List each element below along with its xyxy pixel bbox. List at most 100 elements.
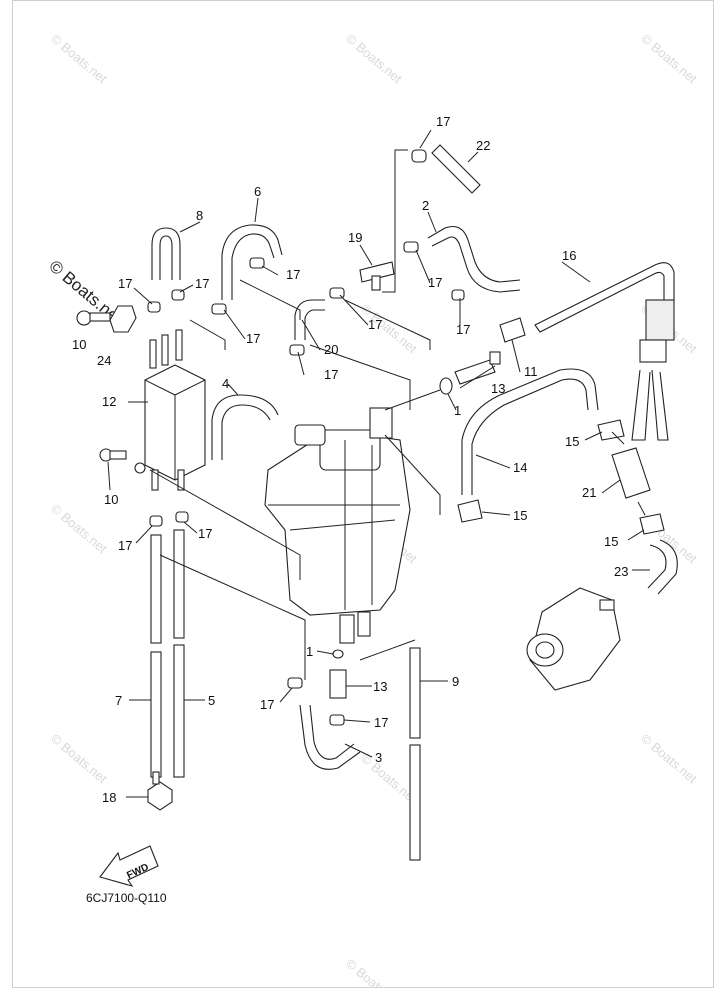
o-ring-part: [439, 377, 453, 395]
callout-label: 12: [102, 394, 116, 409]
callout-label: 8: [196, 208, 203, 223]
callout-label: 17: [118, 538, 132, 553]
watermark-text: © Boats.net: [48, 501, 110, 557]
u-hose-inner: [309, 704, 355, 760]
filter-stem: [637, 501, 646, 516]
separator-seam: [289, 519, 396, 531]
callout-label: 11: [524, 364, 538, 379]
filter-edge: [144, 379, 176, 396]
separator-top: [319, 429, 381, 471]
curved-hose-part: [211, 394, 279, 460]
clamp-part: [597, 419, 625, 441]
callout-label: 14: [513, 460, 527, 475]
u-hose-part: [151, 227, 181, 280]
callout-label: 17: [246, 331, 260, 346]
callout-label: 15: [513, 508, 527, 523]
fwd-arrow-icon: FWD: [99, 845, 159, 887]
clamp-part: [175, 511, 189, 523]
separator-connector: [294, 424, 326, 446]
curved-hose-inner: [431, 236, 521, 293]
connection-lines: [149, 149, 441, 680]
curved-hose-part: [221, 224, 283, 300]
callout-label: 7: [115, 693, 122, 708]
callout-label: 21: [582, 485, 596, 500]
clamp-part: [411, 149, 427, 163]
washer-part: [134, 462, 146, 474]
hose-part: [647, 544, 667, 589]
inline-filter-part: [611, 447, 651, 499]
watermark-text: © Boats.net: [638, 31, 700, 87]
separator-outlet: [357, 611, 371, 637]
watermark-text: © Boats.net: [343, 956, 405, 988]
hose-part: [150, 651, 162, 778]
watermark-text: © Boats.net: [48, 731, 110, 787]
bracket-part: [109, 305, 137, 333]
callout-label: 19: [348, 230, 362, 245]
clip-part: [457, 499, 483, 523]
t-fitting-stem: [371, 275, 381, 291]
connector-part: [454, 359, 496, 385]
connector-part: [329, 669, 347, 699]
callout-label: 1: [306, 644, 313, 659]
filter-nipple: [149, 339, 157, 369]
bolt-part: [76, 310, 92, 326]
hose-part: [173, 529, 185, 639]
filter-edge: [174, 379, 206, 396]
filter-stem: [611, 431, 625, 445]
clamp-part: [147, 301, 161, 313]
callout-label: 3: [375, 750, 382, 765]
callout-label: 22: [476, 138, 490, 153]
clamp-part: [287, 677, 303, 689]
leader-lines: [107, 129, 650, 798]
callout-label: 17: [324, 367, 338, 382]
separator-outlet: [339, 614, 355, 644]
clamp-part: [171, 289, 185, 301]
callout-label: 15: [565, 434, 579, 449]
hose-end-part: [631, 369, 651, 441]
callout-label: 17: [118, 276, 132, 291]
callout-label: 23: [614, 564, 628, 579]
callout-label: 13: [491, 381, 505, 396]
callout-label: 1: [454, 403, 461, 418]
clamp-part: [451, 289, 465, 301]
short-hose-part: [431, 144, 481, 194]
elbow-fitting-part: [147, 781, 173, 811]
hose-part: [173, 644, 185, 778]
callout-label: 15: [604, 534, 618, 549]
hose-part: [409, 744, 421, 861]
callout-label: 10: [72, 337, 86, 352]
hose-coupler-part: [639, 339, 667, 363]
clamp-part: [289, 344, 305, 356]
connector-tip: [489, 351, 501, 365]
callout-label: 4: [222, 376, 229, 391]
curved-hose-inner: [221, 404, 271, 460]
o-ring-part: [332, 649, 344, 659]
diagram-code: 6CJ7100-Q110: [86, 891, 167, 905]
curved-hose-inner: [231, 233, 275, 300]
callout-label: 2: [422, 198, 429, 213]
bolt-shank: [109, 450, 127, 460]
curved-hose-part: [461, 368, 599, 495]
filter-nipple: [151, 469, 159, 491]
watermark-text: © Boats.net: [343, 31, 405, 87]
u-hose-inner: [159, 235, 173, 280]
hose-inner: [304, 309, 325, 340]
callout-label: 17: [260, 697, 274, 712]
bolt-shank: [89, 312, 111, 322]
hose-part: [294, 299, 325, 340]
callout-label: 17: [436, 114, 450, 129]
filter-nipple: [175, 329, 183, 361]
callout-label: 18: [102, 790, 116, 805]
t-fitting-part: [359, 261, 395, 283]
filter-nipple: [177, 469, 185, 491]
watermark-text: © Boats.net: [48, 31, 110, 87]
clamp-part: [403, 241, 419, 253]
callout-label: 17: [195, 276, 209, 291]
curved-hose-inner: [471, 378, 589, 495]
callout-label: 9: [452, 674, 459, 689]
separator-connector: [369, 407, 393, 439]
clamp-part: [211, 303, 227, 315]
callout-label: 17: [456, 322, 470, 337]
